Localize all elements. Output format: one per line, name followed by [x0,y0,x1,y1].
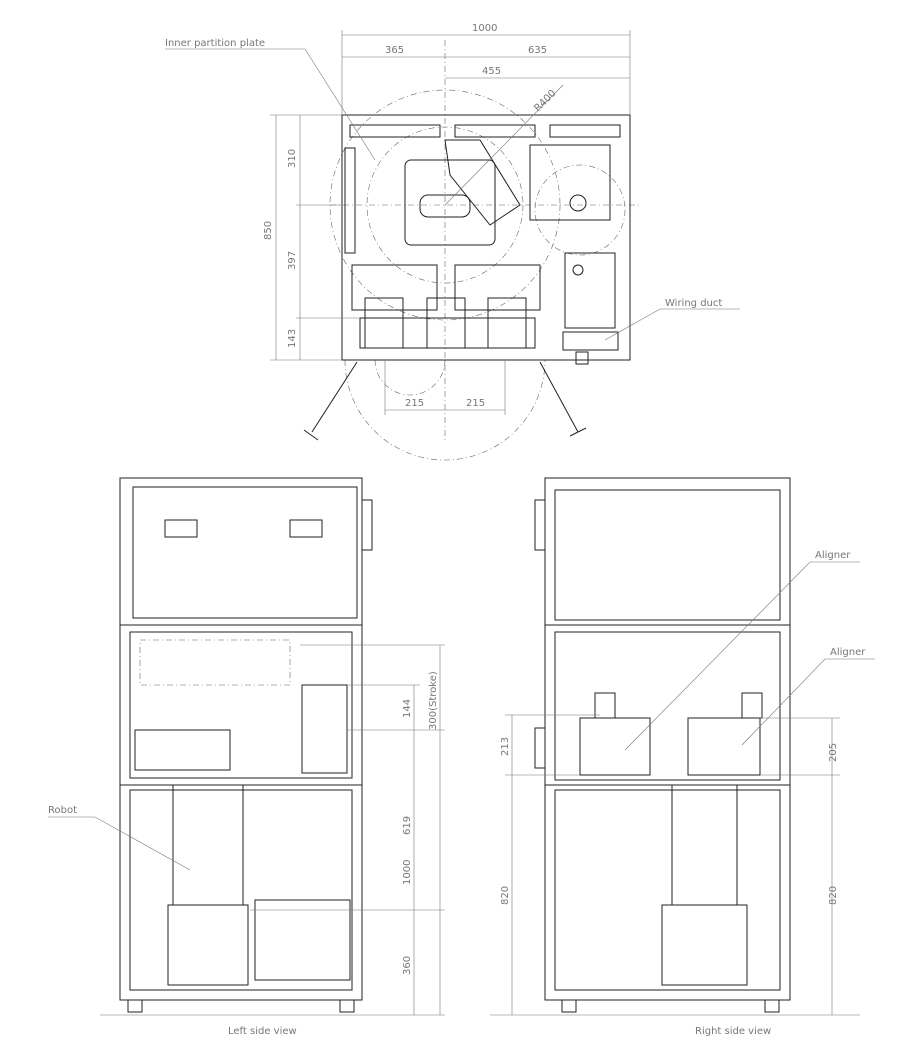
robot-arm [134,729,231,771]
dim-1000: 1000 [402,860,413,885]
door-swing-arc [344,359,546,461]
load-port [487,297,527,349]
robot-base [167,904,249,986]
panel [454,264,541,311]
top-panel [554,489,781,621]
port-rail [359,317,536,349]
load-port [426,297,466,349]
label-wiring-duct: Wiring duct [665,298,722,309]
aligner-chuck [572,264,584,276]
dim-397: 397 [287,251,298,270]
aligner-motor [594,692,616,719]
label-inner-partition-plate: Inner partition plate [165,38,265,49]
aligner-circle [534,164,626,256]
foot [764,999,780,1013]
inner-partition-plate [344,147,356,254]
load-port [364,297,404,349]
dim-r400: R400 [532,88,558,114]
dim-300-stroke: 300(Stroke) [428,671,439,730]
dim-215-right: 215 [466,398,485,409]
dim-619: 619 [402,816,413,835]
door-leg-left [311,361,358,433]
lower-chamber [129,789,353,991]
wiring-duct [562,331,619,351]
dim-820-left: 820 [500,886,511,905]
side-switches [361,499,373,551]
dim-205: 205 [828,743,839,762]
aligner-chuck [569,194,587,212]
enclosure-outline [341,114,631,361]
lower-chamber [554,789,781,991]
robot-hand [419,194,471,218]
leader-line [48,816,191,871]
aligner-motor [741,692,763,719]
connector [575,351,589,365]
door-swing-arc-small [374,359,446,396]
side-switches [534,499,546,551]
dim-143: 143 [287,329,298,348]
panel [454,124,536,138]
radius-line [444,84,564,206]
robot-base [404,159,496,246]
aligner-unit-top [529,144,611,221]
dim-455: 455 [482,66,501,77]
aligner-unit [301,684,348,774]
label-aligner-1: Aligner [815,550,851,561]
dim-360: 360 [402,956,413,975]
upper-chamber [554,631,781,781]
foot [127,999,143,1013]
caption-left-side-view: Left side view [228,1026,297,1037]
leader-line [165,48,376,161]
robot-column [671,784,738,906]
frame [119,477,363,1001]
robot-column [172,784,244,906]
controller-box [254,899,351,981]
load-ports [359,297,536,349]
dim-820-right: 820 [828,886,839,905]
door-foot-left [303,429,319,441]
handle [289,519,323,538]
leader-line [604,308,740,341]
top-panel [132,486,358,619]
robot-base [661,904,748,986]
upper-chamber [129,631,353,779]
dim-850: 850 [263,221,274,240]
foot [339,999,355,1013]
leader-line [741,658,875,746]
dim-213: 213 [500,737,511,756]
aligner-2 [687,717,761,776]
handle [164,519,198,538]
robot-arm [444,139,521,226]
panel [351,264,438,311]
door-leg-right [539,361,579,433]
dim-635: 635 [528,45,547,56]
left-side-view: 144 300(Stroke) 619 1000 360 Robot Left … [48,477,445,1037]
arm-stroke-range [139,639,291,686]
leader-line [624,561,860,751]
panel [349,124,441,138]
panel [549,124,621,138]
door-foot-right [569,427,587,437]
top-view: 1000 365 635 455 R400 850 310 397 143 21… [165,23,740,461]
dim-144: 144 [402,699,413,718]
dim-1000: 1000 [472,23,497,34]
aligner-1 [579,717,651,776]
dim-310: 310 [287,149,298,168]
foot [561,999,577,1013]
aligner-unit-bottom [564,252,616,329]
dim-215-left: 215 [405,398,424,409]
right-side-view: 213 820 205 820 Aligner Aligner Right si… [490,477,875,1037]
side-handle [534,727,546,769]
dim-365: 365 [385,45,404,56]
label-robot: Robot [48,805,77,816]
caption-right-side-view: Right side view [695,1026,771,1037]
label-aligner-2: Aligner [830,647,866,658]
frame [544,477,791,1001]
